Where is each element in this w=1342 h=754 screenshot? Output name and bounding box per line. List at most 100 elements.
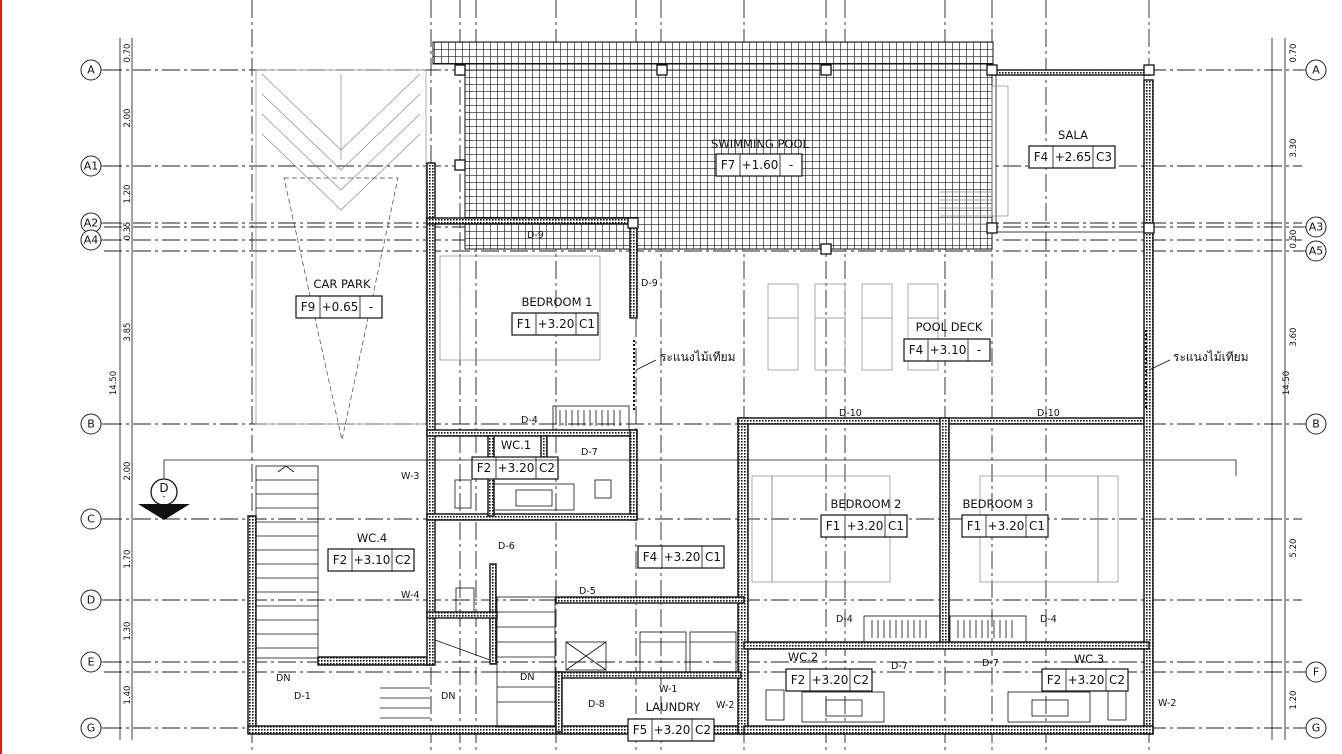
room-name: BEDROOM 1 — [522, 295, 593, 309]
stair-direction-label: DN — [276, 673, 290, 684]
grid-bubble-label: A2 — [84, 217, 99, 230]
grid-bubble-label: A3 — [1309, 221, 1324, 234]
door-label: D-6 — [498, 541, 515, 552]
room-tag-floor: F1 — [826, 519, 841, 533]
dimension-text: 1.30 — [123, 622, 133, 641]
window-label: W-3 — [401, 471, 419, 482]
dimension-text: 2.00 — [123, 109, 133, 128]
room-tag-floor: F4 — [1034, 150, 1049, 164]
section-marker: D - — [138, 459, 1237, 520]
grid-bubble-right: F — [1298, 661, 1327, 683]
room-tag-box — [637, 545, 725, 569]
window-label: W-4 — [401, 590, 419, 601]
grid-bubble-label: G — [87, 722, 96, 735]
dimension-lines — [119, 38, 1286, 740]
room-tag-ceiling: C2 — [853, 673, 869, 687]
dimension-text: 1.40 — [123, 686, 133, 705]
door-label: D-4 — [1040, 614, 1057, 625]
room-tag-floor: F4 — [643, 550, 658, 564]
room-tag-level: +0.65 — [322, 300, 359, 314]
grid-bubble-right: A — [1298, 59, 1327, 81]
dimension-text: 3.30 — [1289, 139, 1299, 158]
door-label: D-7 — [982, 658, 999, 669]
door-label: D-7 — [581, 447, 598, 458]
room-tag-floor: F2 — [477, 461, 492, 475]
door-label: D-9 — [641, 278, 658, 289]
room-name: WC.4 — [357, 531, 387, 545]
room-tag-floor: F1 — [517, 317, 532, 331]
room-tag-ceiling: C2 — [539, 461, 555, 475]
room-tag-floor: F5 — [633, 723, 648, 737]
stair-direction-label: DN — [520, 672, 534, 683]
dimension-text: 5.20 — [1289, 539, 1299, 558]
material-note: ระแนงไม้เทียม — [660, 350, 736, 364]
dimension-text: 3.60 — [1289, 328, 1299, 347]
room-tag-ceiling: C1 — [1029, 519, 1045, 533]
room-tag-box — [1028, 145, 1116, 169]
grid-bubble-label: C — [87, 513, 95, 526]
window-label: W-2 — [716, 700, 734, 711]
grid-bubble-left: A4 — [80, 229, 109, 251]
room-tag-floor: F2 — [791, 673, 806, 687]
section-marker-letter: D — [159, 481, 168, 495]
room-tag-ceiling: C1 — [705, 550, 721, 564]
dimension-text: 1.20 — [1289, 691, 1299, 710]
dimension-text: 3.85 — [123, 323, 133, 342]
door-label: D-5 — [579, 586, 596, 597]
door-label: D-7 — [891, 661, 908, 672]
room-tag-level: +1.60 — [742, 158, 779, 172]
dimension-text: 0.70 — [123, 44, 133, 63]
section-marker-sub: - — [162, 492, 165, 502]
room-tag-floor: F2 — [1047, 673, 1062, 687]
grid-bubble-label: G — [1312, 722, 1321, 735]
door-label: D-4 — [521, 415, 538, 426]
grid-bubble-left: D — [80, 589, 109, 611]
grid-bubble-left: A2 — [80, 212, 109, 234]
room-name: WC.2 — [788, 650, 818, 664]
room-tag-level: +3.20 — [498, 461, 535, 475]
room-name: LAUNDRY — [646, 700, 702, 714]
grid-bubble-label: B — [1312, 418, 1320, 431]
room-tag-ceiling: C1 — [579, 317, 595, 331]
dimension-text: 14.50 — [109, 371, 119, 395]
stair-direction-label: DN — [441, 691, 455, 702]
room-tag-ceiling: - — [977, 343, 981, 357]
room-name: WC.1 — [501, 438, 531, 452]
room-tag-level: +3.20 — [988, 519, 1025, 533]
dimension-text: 0.70 — [1289, 44, 1299, 63]
room-tag-box — [1041, 668, 1129, 692]
door-label: D-8 — [588, 699, 605, 710]
room-tag-box — [785, 668, 873, 692]
dimension-text: 0.35 — [123, 222, 133, 241]
grid-bubble-label: D — [87, 594, 95, 607]
room-name: SALA — [1058, 128, 1088, 142]
room-tag-level: +3.20 — [664, 550, 701, 564]
door-label: D-9 — [527, 230, 544, 241]
door-label: D-4 — [836, 614, 853, 625]
dimension-text: 1.70 — [123, 550, 133, 569]
grid-bubble-label: A1 — [84, 160, 99, 173]
room-name: BEDROOM 3 — [963, 497, 1034, 511]
room-name: WC.3 — [1074, 652, 1104, 666]
room-tag-level: +3.20 — [847, 519, 884, 533]
room: F4 +3.20 C1 — [637, 545, 725, 569]
room-tag-ceiling: C2 — [395, 553, 411, 567]
room-tag-floor: F7 — [721, 158, 736, 172]
room-name: BEDROOM 2 — [831, 497, 902, 511]
room-tag-ceiling: C3 — [1096, 150, 1112, 164]
door-label: D-10 — [839, 408, 862, 419]
room-tag-level: +3.10 — [354, 553, 391, 567]
room-tag-box — [715, 153, 803, 177]
grid-bubble-right: A5 — [1298, 240, 1327, 262]
grid-bubble-label: E — [88, 656, 95, 669]
grid-bubble-left: C — [80, 508, 109, 530]
